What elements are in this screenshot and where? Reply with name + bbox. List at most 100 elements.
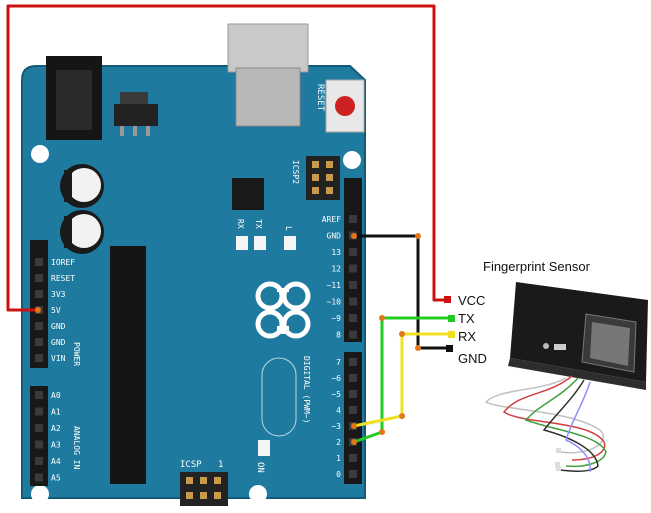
power-pin-label: GND: [51, 322, 66, 331]
arduino-board: [21, 65, 366, 503]
digital-pin-label: ~9: [331, 314, 341, 323]
sensor-title: Fingerprint Sensor: [483, 259, 591, 274]
wire-vcc: [6, 4, 448, 312]
silkscreen-outline: [261, 357, 297, 437]
wire-gnd: [354, 234, 450, 350]
digital-pin-hole: [349, 454, 357, 462]
tx-led-label: TX: [254, 219, 263, 229]
analog-pin-hole: [35, 407, 43, 416]
sensor-pin-tx: TX: [458, 311, 475, 326]
power-header: [30, 240, 48, 368]
wire-end-markers: [444, 296, 455, 352]
power-pin-hole: [35, 274, 43, 282]
led-tx: [254, 236, 266, 250]
digital-pin-hole: [349, 314, 357, 322]
usb-chip: [232, 178, 264, 210]
digital-pin-label: 8: [336, 331, 341, 340]
digital-pin-label: 0: [336, 470, 341, 479]
analog-pin-label: A3: [51, 441, 61, 450]
sensor-pin-gnd: GND: [458, 351, 487, 366]
digital-pin-hole: [349, 470, 357, 478]
digital-pin-label: 1: [336, 454, 341, 463]
digital-pin-hole: [349, 330, 357, 339]
digital-label: DIGITAL (PWM~): [302, 356, 311, 423]
wire-joints: [35, 233, 421, 445]
analog-pin-hole: [35, 473, 43, 482]
capacitor: [60, 164, 104, 208]
analog-pin-label: A2: [51, 424, 61, 433]
digital-header-bottom: [344, 352, 362, 484]
digital-pin-hole: [349, 406, 357, 414]
sensor-cable: [484, 375, 607, 473]
usb-connector: [227, 23, 309, 127]
digital-pin-hole: [349, 215, 357, 223]
power-pin-hole: [35, 290, 43, 298]
capacitor: [60, 210, 104, 254]
analog-label: ANALOG IN: [72, 426, 81, 470]
analog-pin-hole: [35, 457, 43, 465]
mounting-hole: [31, 145, 49, 163]
digital-pin-label: ~5: [331, 390, 341, 399]
sensor-pin-vcc: VCC: [458, 293, 485, 308]
voltage-regulator: [114, 92, 158, 136]
power-pin-label: GND: [51, 338, 66, 347]
digital-pin-hole: [349, 390, 357, 398]
digital-pin-label: ~6: [331, 374, 341, 383]
digital-pin-hole: [349, 281, 357, 289]
digital-pin-hole: [349, 264, 357, 273]
power-pin-label: IOREF: [51, 258, 75, 267]
analog-pin-hole: [35, 391, 43, 399]
digital-pin-label: ~11: [327, 281, 342, 290]
mounting-hole: [249, 485, 267, 503]
wire-tx: [353, 316, 452, 444]
digital-pin-label: 7: [336, 358, 341, 367]
reset-label: RESET: [315, 84, 325, 112]
microcontroller-chip: [110, 246, 146, 484]
power-pin-label: VIN: [51, 354, 66, 363]
digital-pin-label: GND: [327, 232, 342, 241]
arduino-logo-symbols: [277, 288, 289, 334]
power-label: POWER: [72, 342, 81, 366]
mounting-hole: [343, 151, 361, 169]
led-rx: [236, 236, 248, 250]
digital-pin-label: ~10: [327, 298, 342, 307]
analog-pin-hole: [35, 424, 43, 432]
on-label: ON: [255, 462, 265, 473]
sensor-pin-rx: RX: [458, 329, 476, 344]
analog-pin-hole: [35, 440, 43, 449]
power-pin-hole: [35, 354, 43, 362]
digital-pin-hole: [349, 297, 357, 306]
digital-pin-label: 12: [331, 265, 341, 274]
digital-pin-hole: [349, 248, 357, 256]
power-pin-label: 5V: [51, 306, 61, 315]
fingerprint-sensor: [508, 282, 648, 390]
digital-pin-label: ~3: [331, 422, 341, 431]
reset-button[interactable]: [325, 79, 365, 133]
analog-pin-label: A5: [51, 474, 61, 483]
power-pin-label: 3V3: [51, 290, 66, 299]
power-pin-label: RESET: [51, 274, 75, 283]
wire-rx: [353, 332, 452, 428]
analog-header: [30, 386, 48, 486]
icsp-label: ICSP: [180, 460, 202, 470]
analog-pin-label: A4: [51, 457, 61, 466]
digital-pin-label: 4: [336, 406, 341, 415]
rx-led-label: RX: [236, 219, 245, 229]
digital-pin-label: 13: [331, 248, 341, 257]
l-led-label: L: [284, 226, 293, 231]
digital-pin-hole: [349, 374, 357, 382]
led-on: [258, 440, 270, 456]
mounting-hole: [31, 485, 49, 503]
led-l: [284, 236, 296, 250]
icsp2-header: [306, 156, 340, 200]
power-pin-hole: [35, 258, 43, 266]
icsp2-label: ICSP2: [291, 160, 300, 184]
power-pin-hole: [35, 322, 43, 330]
digital-pin-hole: [349, 358, 357, 366]
analog-pin-label: A1: [51, 408, 61, 417]
digital-pin-label: AREF: [322, 215, 341, 224]
icsp-pin1-label: 1: [218, 460, 223, 470]
